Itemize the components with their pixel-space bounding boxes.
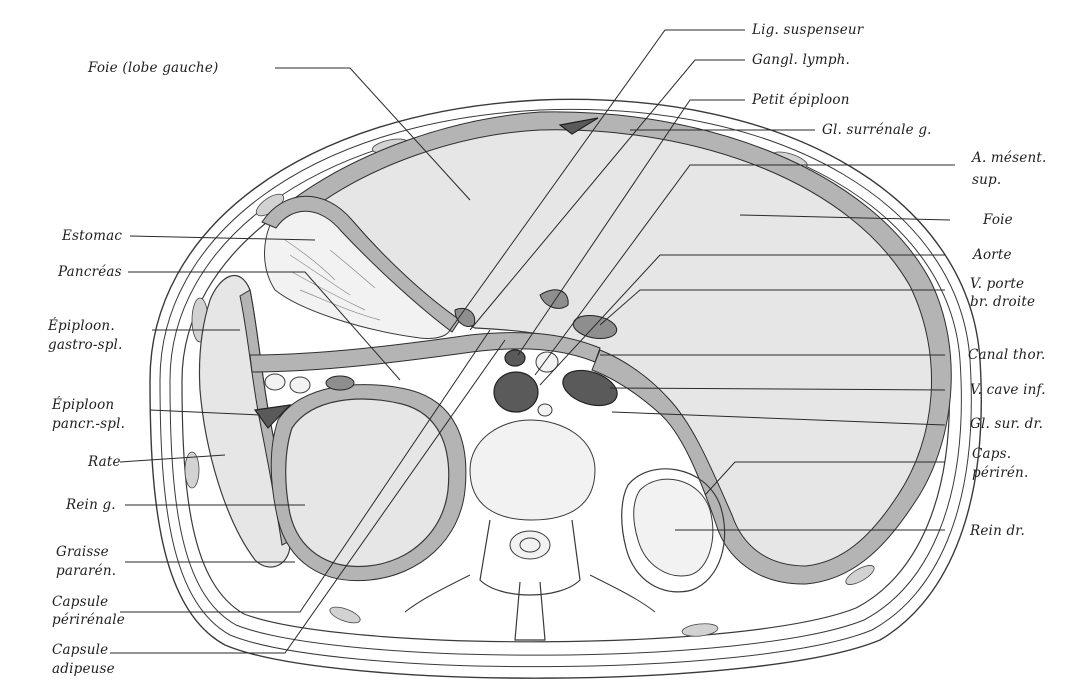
- label-pancreas: Pancréas: [57, 264, 122, 280]
- label-capsule-adipeuse-2: adipeuse: [52, 661, 115, 677]
- label-aorte: Aorte: [971, 247, 1012, 263]
- label-gl-sur-dr: Gl. sur. dr.: [970, 416, 1043, 432]
- label-rein-dr: Rein dr.: [969, 523, 1025, 539]
- label-gl-surrenale-g: Gl. surrénale g.: [822, 122, 932, 138]
- label-epiploon-pancr-spl-2: pancr.-spl.: [52, 416, 125, 432]
- label-rate: Rate: [87, 454, 121, 470]
- label-v-porte: V. porte: [970, 276, 1024, 292]
- label-gangl-lymph: Gangl. lymph.: [752, 52, 850, 68]
- label-a-mesent-sup: A. mésent.: [970, 150, 1046, 166]
- label-canal-thor: Canal thor.: [968, 347, 1045, 363]
- label-estomac: Estomac: [61, 228, 122, 244]
- aorta: [494, 372, 538, 412]
- label-graisse-pararen-2: pararén.: [56, 563, 116, 579]
- label-petit-epiploon: Petit épiploon: [751, 92, 850, 108]
- superior-mesenteric-artery: [505, 350, 525, 366]
- label-capsule-adipeuse: Capsule: [52, 642, 108, 658]
- label-foie: Foie: [982, 212, 1013, 228]
- label-capsule-perirenale: Capsule: [52, 594, 108, 610]
- labels-left: Foie (lobe gauche) Estomac Pancréas Épip…: [47, 60, 219, 677]
- label-v-porte-2: br. droite: [970, 294, 1035, 310]
- label-epiploon-gastro-spl: Épiploon.: [47, 318, 115, 334]
- label-v-cave-inf: V. cave inf.: [970, 382, 1046, 398]
- label-a-mesent-sup-2: sup.: [972, 172, 1001, 188]
- label-graisse-pararen: Graisse: [56, 544, 109, 560]
- label-caps-periren: Caps.: [972, 446, 1011, 462]
- thoracic-duct: [538, 404, 552, 416]
- label-caps-periren-2: périrén.: [972, 465, 1028, 481]
- label-epiploon-pancr-spl: Épiploon: [51, 397, 114, 413]
- left-kidney: [271, 385, 466, 581]
- label-epiploon-gastro-spl-2: gastro-spl.: [48, 337, 123, 353]
- label-capsule-perirenale-2: périrénale: [52, 612, 125, 628]
- label-lig-suspenseur: Lig. suspenseur: [751, 22, 865, 38]
- label-foie-lobe-gauche: Foie (lobe gauche): [87, 60, 219, 76]
- label-rein-g: Rein g.: [65, 497, 116, 513]
